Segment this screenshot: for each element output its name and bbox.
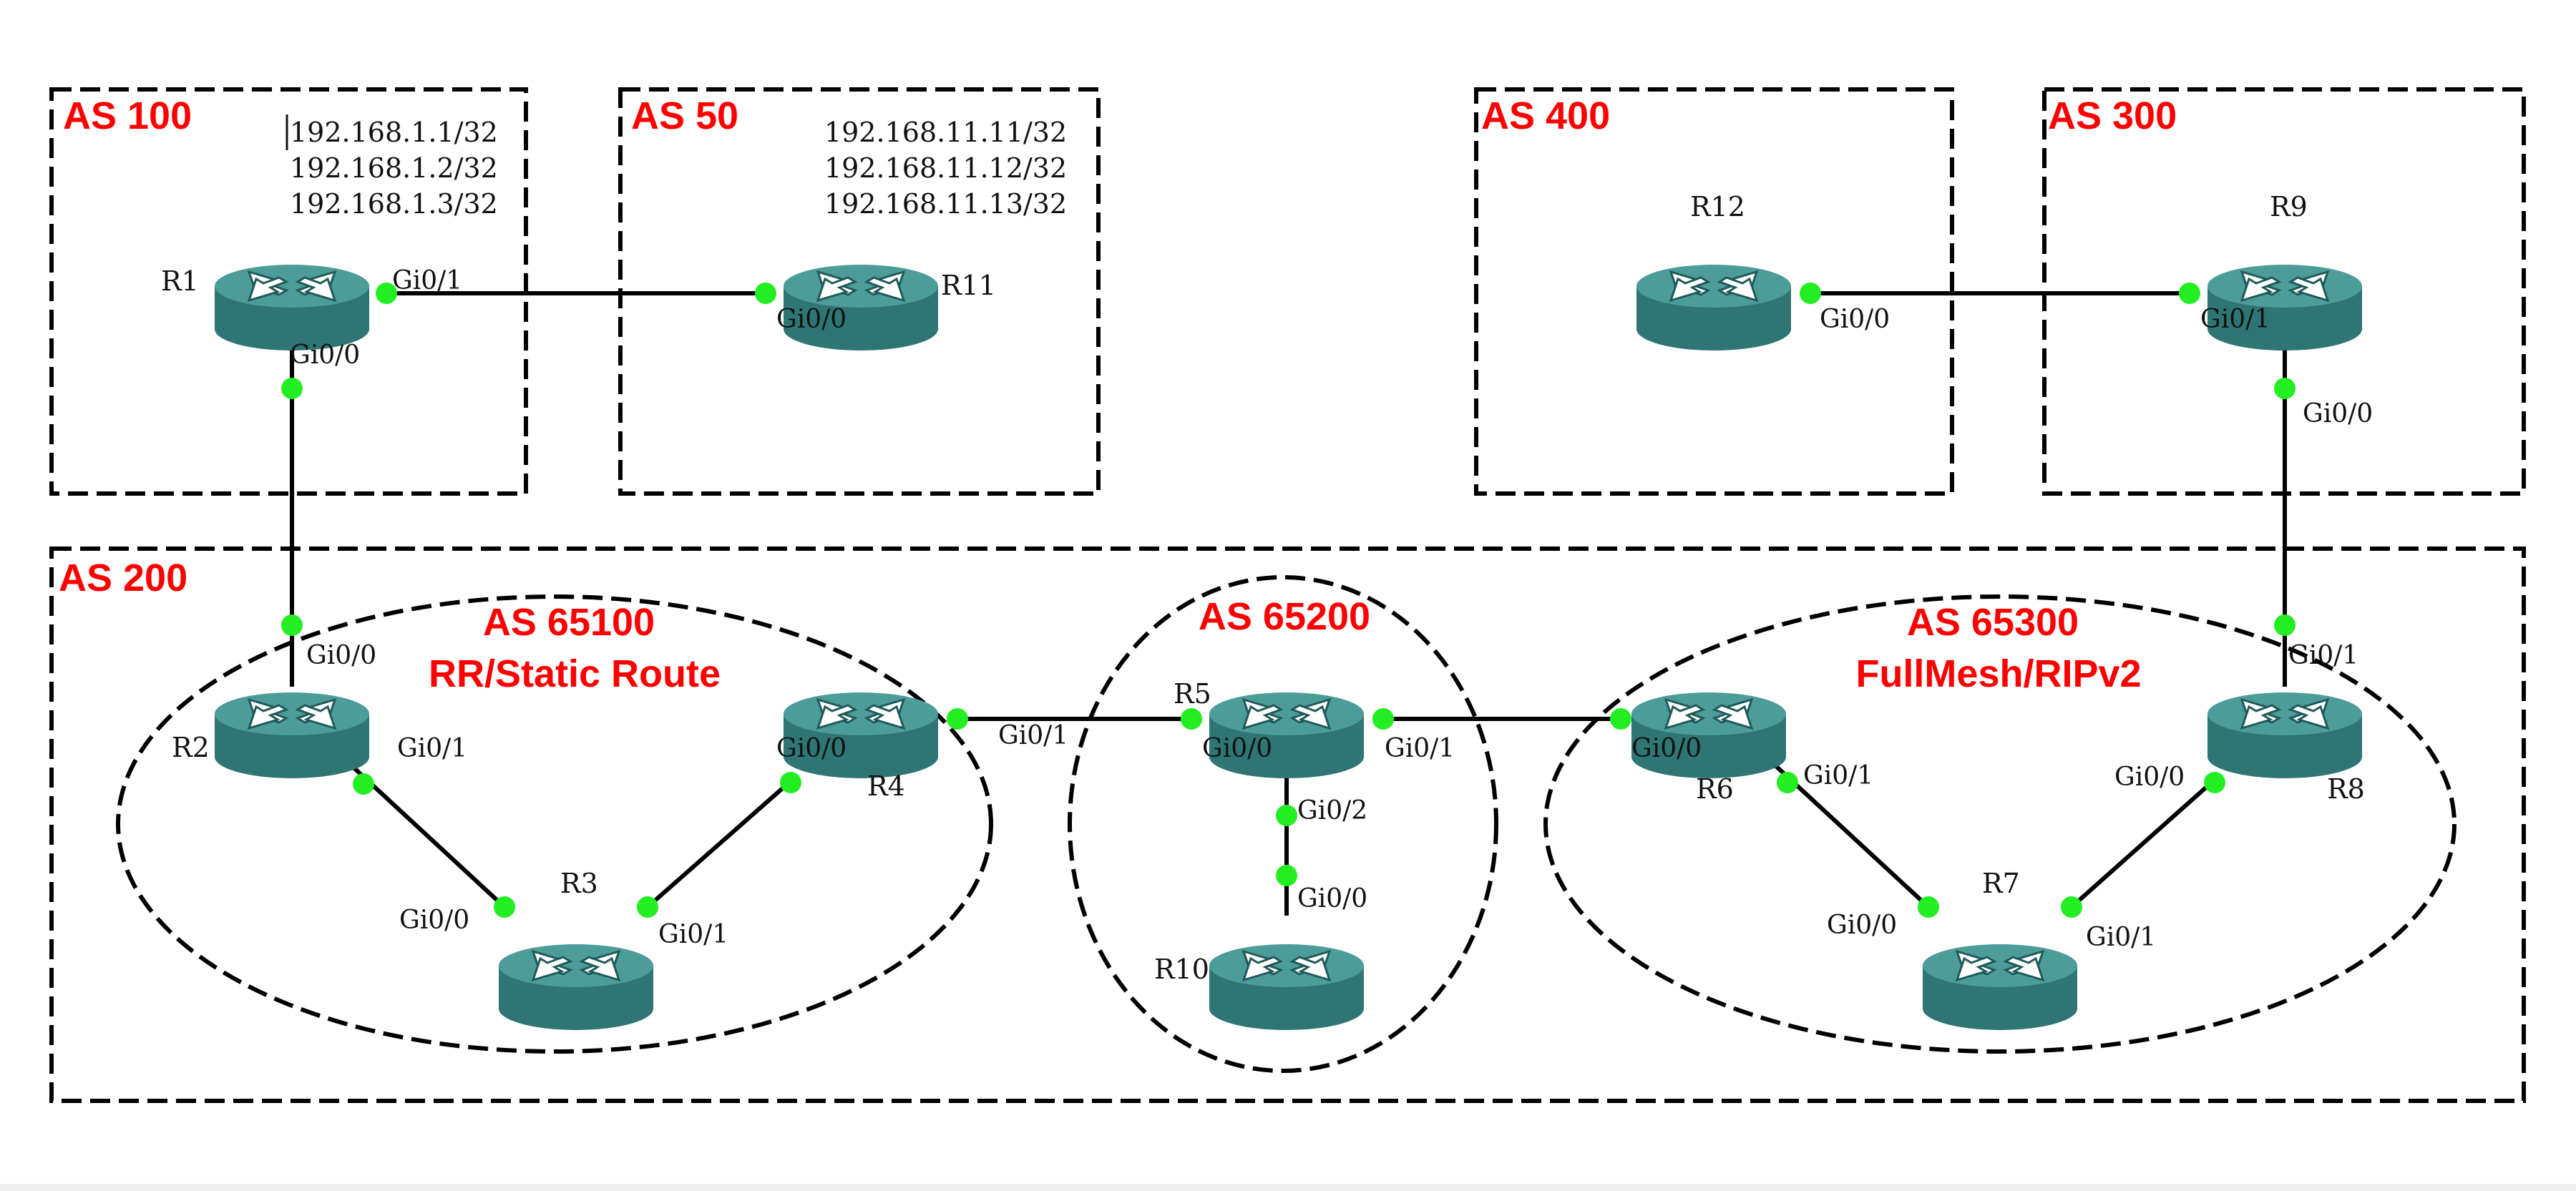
r8-label: R8 — [2327, 773, 2365, 805]
as65300-ellipse — [1543, 594, 2457, 1054]
r10-gi00-label: Gi0/0 — [1297, 884, 1367, 913]
r8-gi00-label: Gi0/0 — [2114, 763, 2185, 792]
bottom-margin-strip — [0, 1184, 2576, 1191]
r7-router-icon[interactable] — [1921, 943, 2079, 1031]
r11-prefix-3: 192.168.11.13/32 — [824, 188, 1067, 220]
port-dot-r5-gi02 — [1276, 805, 1297, 826]
port-dot-r1-gi00 — [281, 378, 303, 399]
r1-prefix-1: 192.168.1.1/32 — [290, 117, 498, 148]
r6-gi00-label: Gi0/0 — [1631, 734, 1702, 763]
as65100-title: AS 65100 — [483, 601, 655, 644]
port-dot-r4-gi01 — [947, 708, 968, 730]
r4-label: R4 — [867, 770, 905, 802]
as300-label: AS 300 — [2048, 94, 2177, 137]
port-dot-r7-gi00 — [1918, 896, 1939, 918]
port-dot-r9-gi01 — [2179, 283, 2200, 304]
port-dot-r10-gi00 — [1276, 865, 1297, 886]
port-dot-r2-gi00 — [281, 614, 303, 636]
r9-label: R9 — [2270, 191, 2308, 222]
as65100-subtitle: RR/Static Route — [429, 652, 721, 695]
r2-gi01-label: Gi0/1 — [397, 734, 467, 763]
r7-gi01-label: Gi0/1 — [2086, 923, 2156, 952]
r3-label: R3 — [560, 868, 598, 899]
r2-label: R2 — [172, 732, 210, 763]
as65200-title: AS 65200 — [1199, 595, 1370, 638]
as65100-ellipse — [116, 594, 993, 1054]
r5-gi01-label: Gi0/1 — [1385, 734, 1455, 763]
r1-prefix-3: 192.168.1.3/32 — [290, 188, 498, 220]
as200-box — [49, 547, 2526, 1103]
r3-gi00-label: Gi0/0 — [399, 906, 469, 935]
r11-prefix-1: 192.168.11.11/32 — [824, 117, 1067, 148]
r2-gi00-label: Gi0/0 — [306, 641, 376, 670]
r7-gi00-label: Gi0/0 — [1827, 911, 1897, 940]
r1-prefix-2: 192.168.1.2/32 — [290, 152, 498, 184]
r8-gi01-label: Gi0/1 — [2288, 641, 2358, 670]
r1-router-icon[interactable] — [213, 263, 371, 352]
port-dot-r6-gi00 — [1610, 708, 1631, 730]
as65200-ellipse — [1068, 575, 1498, 1073]
port-dot-r4-gi00 — [780, 772, 801, 793]
as65300-title: AS 65300 — [1907, 601, 2079, 644]
port-dot-r7-gi01 — [2061, 896, 2082, 918]
port-dot-r3-gi01 — [637, 896, 658, 918]
r12-gi00-label: Gi0/0 — [1820, 305, 1890, 334]
r3-router-icon[interactable] — [497, 943, 655, 1031]
port-dot-r2-gi01 — [353, 773, 374, 795]
r1-gi01-label: Gi0/1 — [392, 266, 462, 295]
port-dot-r12-gi00 — [1800, 283, 1821, 304]
r5-gi00-label: Gi0/0 — [1202, 734, 1272, 763]
r12-router-icon[interactable] — [1635, 263, 1792, 352]
port-dot-r1-gi01 — [376, 283, 397, 304]
as400-label: AS 400 — [1481, 94, 1610, 137]
r10-label: R10 — [1154, 954, 1209, 985]
r5-label: R5 — [1174, 678, 1211, 710]
r8-router-icon[interactable] — [2206, 691, 2363, 780]
port-dot-r8-gi00 — [2204, 772, 2225, 793]
r2-router-icon[interactable] — [213, 691, 371, 780]
r7-label: R7 — [1982, 868, 2020, 899]
r9-gi01-label: Gi0/1 — [2200, 305, 2270, 334]
r11-prefix-2: 192.168.11.12/32 — [824, 152, 1067, 184]
r11-gi00-label: Gi0/0 — [776, 305, 847, 334]
port-dot-r3-gi00 — [494, 896, 515, 918]
r1-gi00-label: Gi0/0 — [290, 340, 360, 370]
port-dot-r8-gi01 — [2274, 614, 2296, 636]
port-dot-r5-gi00 — [1181, 708, 1202, 730]
r11-label: R11 — [941, 270, 996, 301]
r9-gi00-label: Gi0/0 — [2303, 399, 2373, 428]
as100-label: AS 100 — [63, 94, 192, 137]
r12-label: R12 — [1690, 191, 1745, 222]
r6-label: R6 — [1696, 773, 1734, 805]
as50-label: AS 50 — [631, 94, 738, 137]
r4-gi01-label: Gi0/1 — [998, 721, 1068, 750]
r5-gi02-label: Gi0/2 — [1297, 796, 1367, 825]
port-dot-r6-gi01 — [1777, 772, 1798, 793]
link-r7-r8 — [2070, 778, 2216, 909]
r4-gi00-label: Gi0/0 — [776, 734, 847, 763]
port-dot-r11-gi00 — [755, 283, 776, 304]
link-r3-r4 — [646, 779, 792, 909]
r10-router-icon[interactable] — [1208, 943, 1365, 1031]
as200-label: AS 200 — [59, 557, 187, 599]
r6-gi01-label: Gi0/1 — [1803, 761, 1873, 790]
port-dot-r5-gi01 — [1372, 708, 1394, 730]
r3-gi01-label: Gi0/1 — [658, 920, 728, 949]
as65300-subtitle: FullMesh/RIPv2 — [1855, 652, 2141, 695]
r1-label: R1 — [161, 265, 199, 297]
port-dot-r9-gi00 — [2274, 378, 2296, 399]
